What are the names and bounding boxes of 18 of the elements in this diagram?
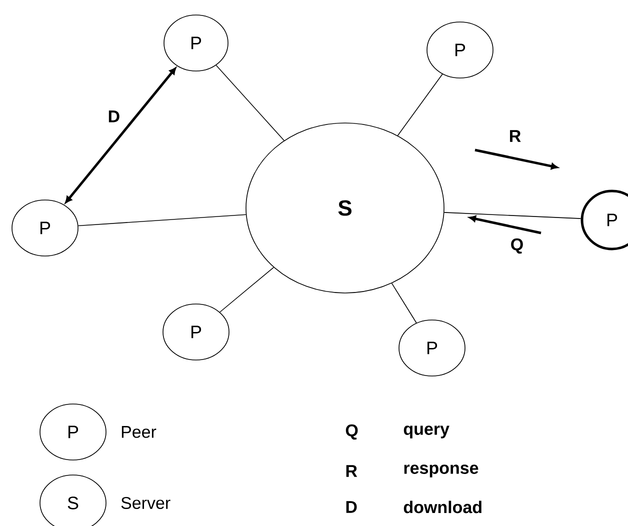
connector-line bbox=[397, 74, 443, 136]
connector-line bbox=[78, 214, 246, 226]
legend-text: Server bbox=[121, 496, 170, 509]
legend-text: response bbox=[404, 464, 478, 478]
arrow-label: R bbox=[510, 130, 521, 142]
connector-line bbox=[444, 212, 582, 219]
legend-text: Peer bbox=[122, 426, 156, 438]
connector-line bbox=[391, 282, 417, 324]
arrow-label: Q bbox=[511, 238, 523, 254]
connector-line bbox=[216, 64, 284, 141]
legend-key: Q bbox=[346, 424, 358, 440]
legend-key: D bbox=[346, 501, 357, 513]
edge-label: D bbox=[108, 110, 120, 122]
arrow bbox=[65, 68, 176, 204]
legend-key: R bbox=[346, 465, 358, 477]
connector-line bbox=[219, 267, 274, 313]
legend-text: query bbox=[404, 426, 450, 438]
legend-text: download bbox=[404, 500, 482, 514]
